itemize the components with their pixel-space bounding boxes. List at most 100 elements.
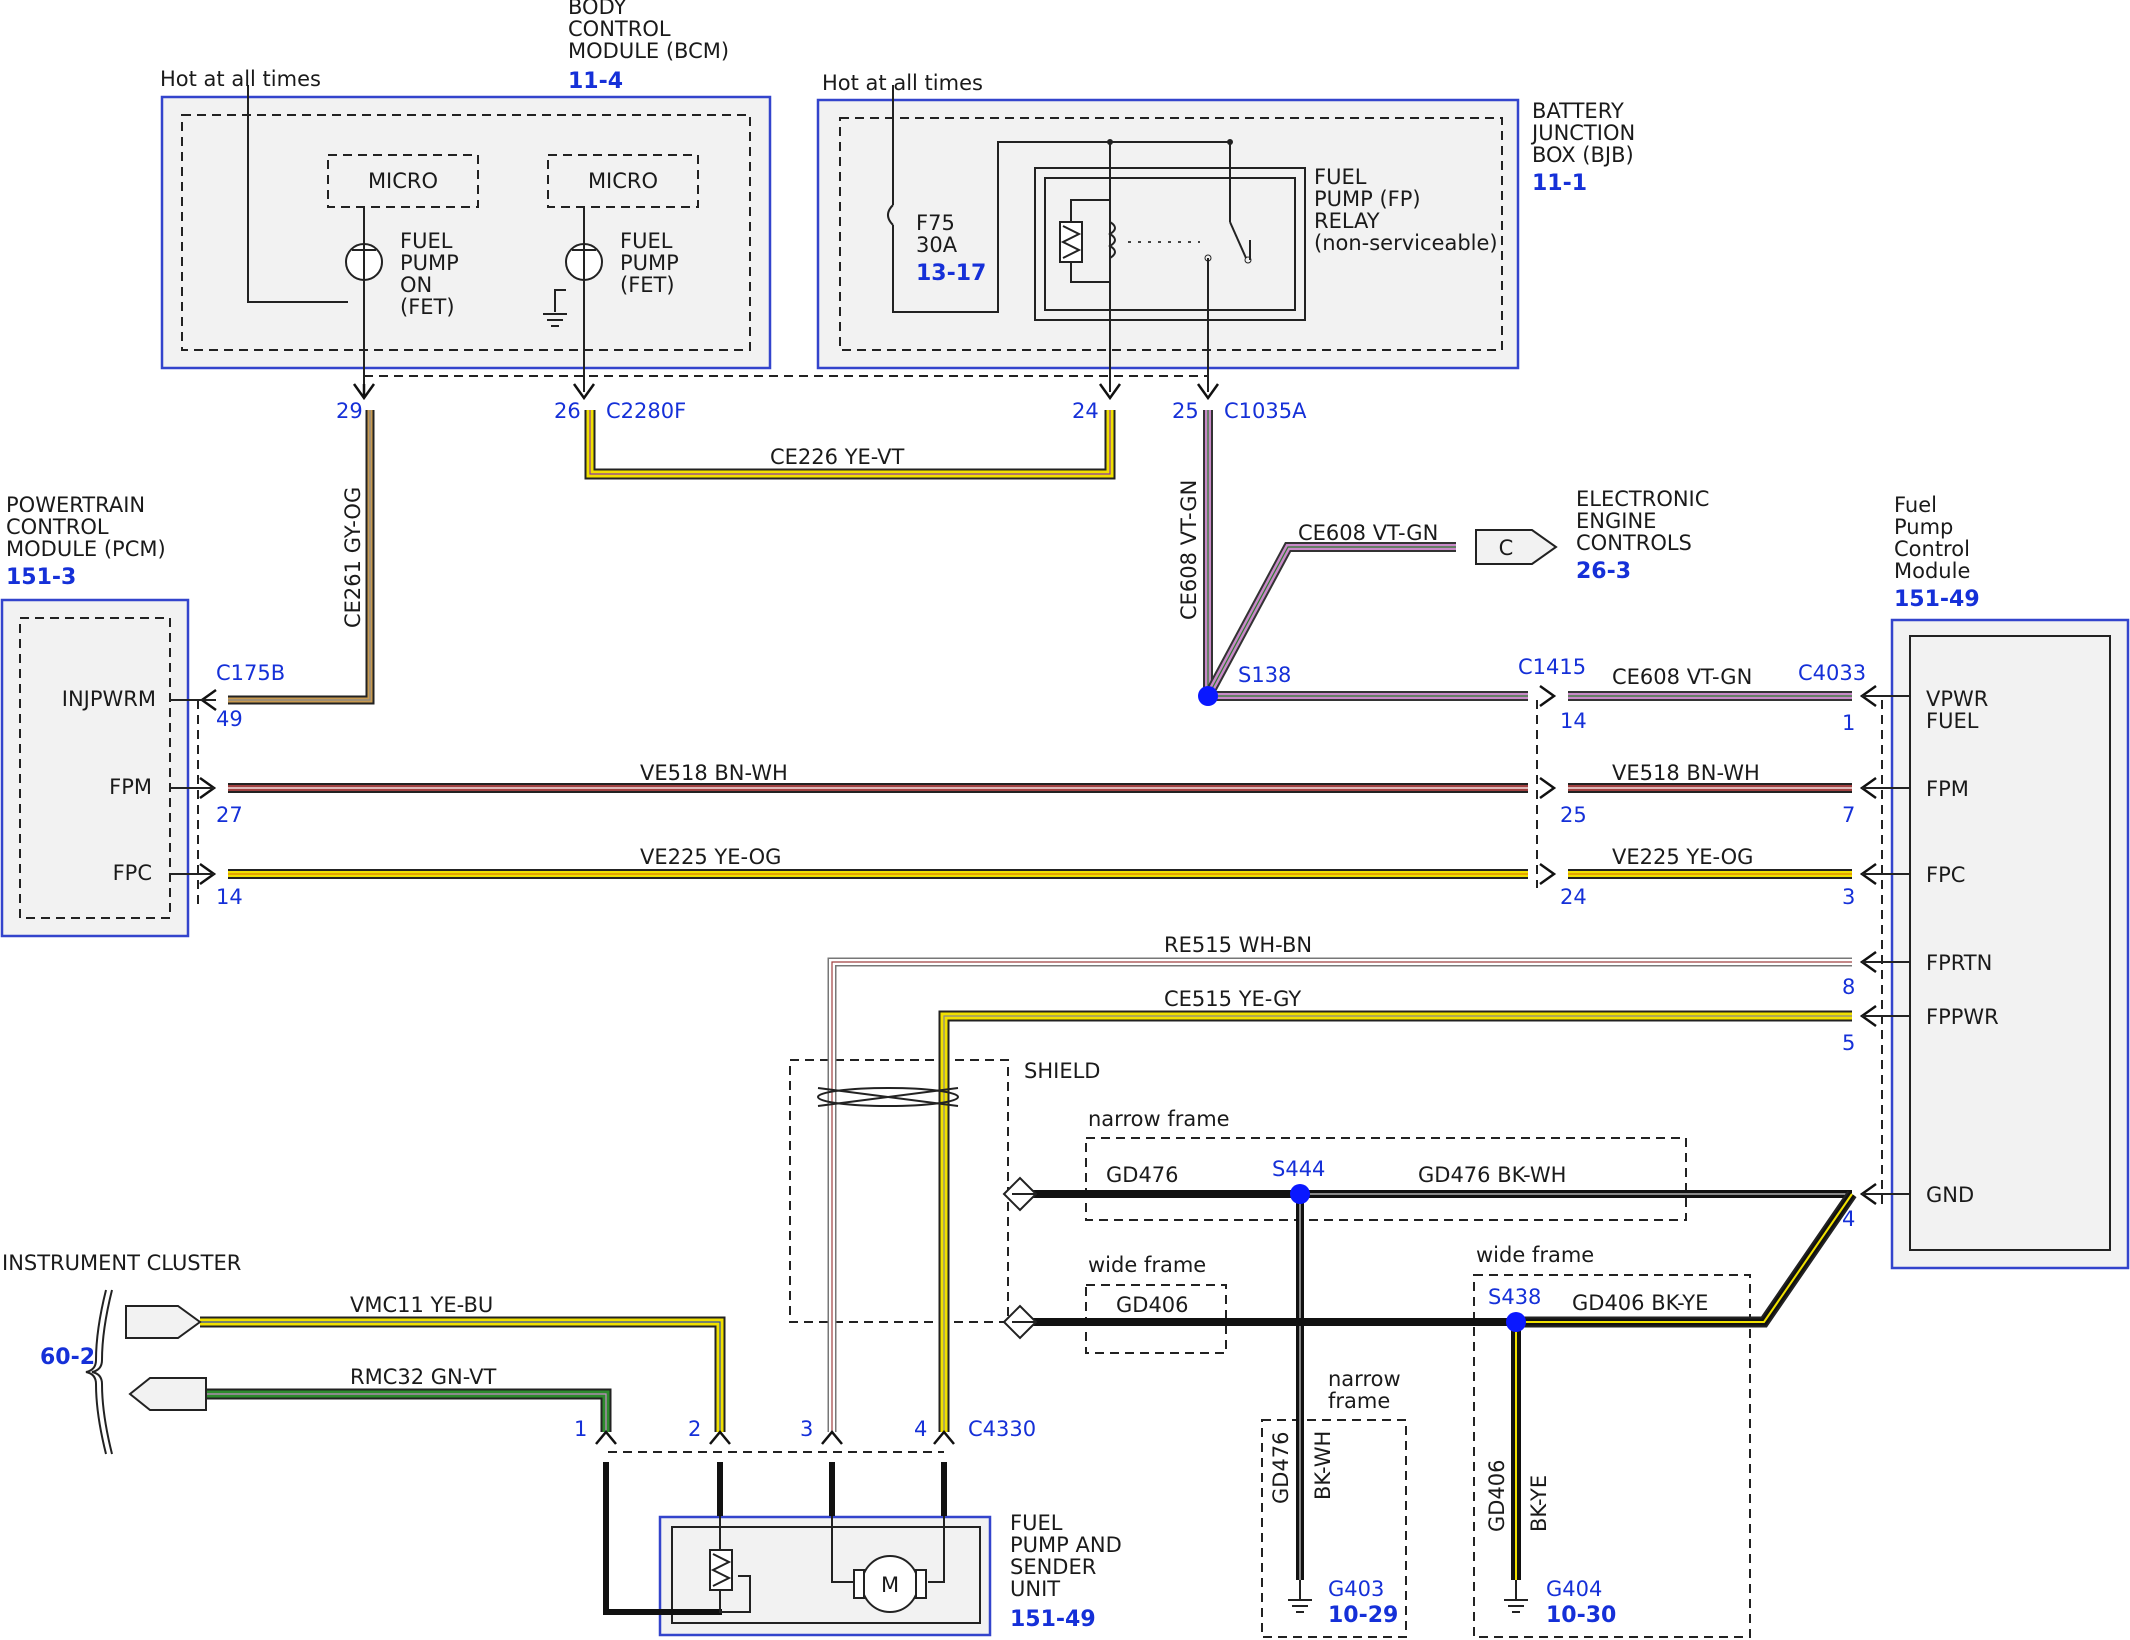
splice-s138: [1198, 686, 1218, 706]
frame-ground-terminal-2: [1002, 1304, 1038, 1340]
pcm-pin-fpm: FPM: [109, 775, 152, 799]
wide-frame-label-2: wide frame: [1476, 1243, 1594, 1267]
wire-ce608-eec-label: CE608 VT-GN: [1298, 521, 1438, 545]
splice-s444: [1290, 1184, 1310, 1204]
bcm-ref: 11-4: [568, 69, 623, 94]
pin-8-fpcm: 8: [1842, 975, 1855, 999]
shield-icon: [817, 1087, 959, 1107]
eec-connector: [1475, 529, 1558, 565]
micro-2: [547, 154, 699, 208]
pin-26: 26: [554, 399, 581, 423]
ground-g403-ref: 10-29: [1328, 1603, 1398, 1628]
cluster-brace: [91, 1289, 113, 1455]
cluster-name: INSTRUMENT CLUSTER: [2, 1251, 241, 1275]
cluster-ref: 60-2: [40, 1345, 95, 1370]
pin-7-fpcm: 7: [1842, 803, 1855, 827]
pcm-pin-fpc: FPC: [113, 861, 152, 885]
fuse-icon: [887, 204, 894, 226]
connector-c1035a: C1035A: [1224, 399, 1307, 423]
connector-c1415: C1415: [1518, 655, 1586, 679]
ground-icon-g404: [1504, 1580, 1528, 1613]
pin-29: 29: [336, 399, 363, 423]
fpcm-pin-fpm: FPM: [1926, 777, 1969, 801]
wire-ve225-b-label: VE225 YE-OG: [1612, 845, 1753, 869]
wire-ve518-b-label: VE518 BN-WH: [1612, 761, 1760, 785]
pin-5-fpcm: 5: [1842, 1031, 1855, 1055]
micro-2-label: MICRO: [588, 169, 658, 193]
motor-label: M: [881, 1573, 899, 1597]
cluster-connector-rmc32: [128, 1377, 207, 1411]
wire-gd476-v-label: GD476: [1269, 1431, 1293, 1504]
eec-connector-label: C: [1499, 536, 1514, 560]
eec-ref: 26-3: [1576, 559, 1631, 584]
pin-25: 25: [1172, 399, 1199, 423]
cluster-connector-vmc11: [125, 1305, 202, 1339]
wide-frame-label-1: wide frame: [1088, 1253, 1206, 1277]
ground-g404-label: G404: [1546, 1577, 1602, 1601]
fuel-pump-relay: [1034, 167, 1306, 321]
pin-25-c1415: 25: [1560, 803, 1587, 827]
wire-gd406-v-label: GD406: [1485, 1459, 1509, 1532]
bjb-hot-label: Hot at all times: [822, 71, 983, 95]
ground-g404-ref: 10-30: [1546, 1603, 1616, 1628]
wire-gd476-a-label: GD476: [1106, 1163, 1179, 1187]
narrow-frame-box: [1085, 1137, 1687, 1221]
pcm-ref: 151-3: [6, 565, 76, 590]
wire-ce608-v-label: CE608 VT-GN: [1177, 480, 1201, 620]
pcm-pin-injpwrm: INJPWRM: [62, 687, 156, 711]
pin-3-fpcm: 3: [1842, 885, 1855, 909]
splice-s138-label: S138: [1238, 663, 1291, 687]
fpcm-pin-fpc: FPC: [1926, 863, 1965, 887]
pin-3-c4330: 3: [800, 1417, 813, 1441]
wire-ce608-h-label: CE608 VT-GN: [1612, 665, 1752, 689]
frame-ground-terminal-1: [1002, 1176, 1038, 1212]
ground-g403-label: G403: [1328, 1577, 1384, 1601]
splice-s438-label: S438: [1488, 1285, 1541, 1309]
wire-ce515-label: CE515 YE-GY: [1164, 987, 1301, 1011]
pin-1-c4330: 1: [574, 1417, 587, 1441]
pin-1-fpcm: 1: [1842, 711, 1855, 735]
fpcm-pin-fppwr: FPPWR: [1926, 1005, 1999, 1029]
pin-4-fpcm: 4: [1842, 1207, 1855, 1231]
wire-gd476-b-label: GD476 BK-WH: [1418, 1163, 1566, 1187]
narrow-frame-label: narrow frame: [1088, 1107, 1230, 1131]
wire-ce261-label: CE261 GY-OG: [341, 487, 365, 628]
pin-14-c1415: 14: [1560, 709, 1587, 733]
fpcm-pin-gnd: GND: [1926, 1183, 1974, 1207]
splice-s438: [1506, 1312, 1526, 1332]
pcm-box: [0, 598, 190, 938]
wire-rmc32-label: RMC32 GN-VT: [350, 1365, 496, 1389]
connector-c4033: C4033: [1798, 661, 1866, 685]
wire-re515-label: RE515 WH-BN: [1164, 933, 1312, 957]
pin-2-c4330: 2: [688, 1417, 701, 1441]
pin-14-pcm: 14: [216, 885, 243, 909]
bcm-hot-label: Hot at all times: [160, 67, 321, 91]
bjb-ref: 11-1: [1532, 171, 1587, 196]
wire-ve225-a-label: VE225 YE-OG: [640, 845, 781, 869]
wire-vmc11-label: VMC11 YE-BU: [350, 1293, 493, 1317]
fpcm-ref: 151-49: [1894, 587, 1980, 612]
fuse-ref: 13-17: [916, 261, 986, 286]
wire-gd406-vc-label: BK-YE: [1527, 1475, 1551, 1532]
connector-c4330: C4330: [968, 1417, 1036, 1441]
wire-ce226-label: CE226 YE-VT: [770, 445, 904, 469]
fpcm-pin-fprtn: FPRTN: [1926, 951, 1992, 975]
pin-27: 27: [216, 803, 243, 827]
micro-1-label: MICRO: [368, 169, 438, 193]
wire-gd476-vc-label: BK-WH: [1311, 1431, 1335, 1500]
wire-gd406-a-label: GD406: [1116, 1293, 1189, 1317]
pin-24-c1415: 24: [1560, 885, 1587, 909]
